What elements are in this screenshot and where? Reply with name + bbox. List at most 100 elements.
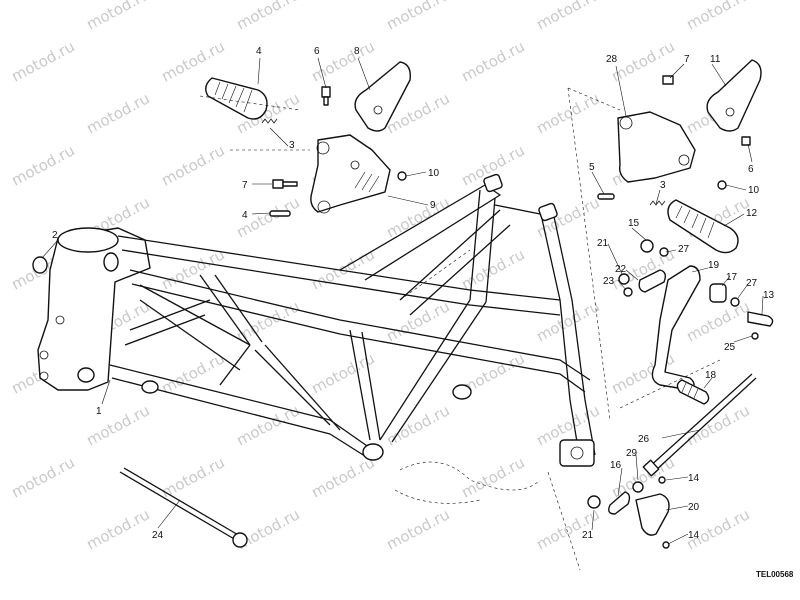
label-22: 22 bbox=[615, 264, 627, 275]
upper-rail-lower-edge bbox=[121, 249, 561, 316]
lever-20 bbox=[635, 493, 670, 536]
lattice-tube bbox=[254, 349, 331, 426]
watermark-text: motod.ru bbox=[83, 505, 152, 553]
heel-guard-11 bbox=[706, 59, 762, 132]
guard-hole bbox=[725, 107, 735, 117]
label-23: 23 bbox=[603, 276, 615, 287]
heel-guard-8 bbox=[354, 61, 411, 132]
label-17: 17 bbox=[726, 272, 738, 283]
watermark-text: motod.ru bbox=[458, 453, 527, 501]
bushing-21 bbox=[618, 273, 630, 285]
label-25: 25 bbox=[724, 342, 736, 353]
rear-pivot-plate bbox=[559, 439, 595, 467]
watermark-text: motod.ru bbox=[8, 453, 77, 501]
watermark-text: motod.ru bbox=[533, 297, 602, 345]
label-27-lower: 27 bbox=[746, 278, 758, 289]
washer-27 bbox=[659, 247, 669, 257]
bracket-hole bbox=[316, 141, 330, 155]
bushing bbox=[103, 252, 119, 272]
footpeg-5 bbox=[205, 77, 268, 120]
bracket-hole bbox=[678, 154, 690, 166]
bracket-hole bbox=[350, 160, 360, 170]
watermark-text: motod.ru bbox=[383, 0, 452, 34]
label-4-left: 4 bbox=[242, 210, 248, 221]
footpeg-bracket-9 bbox=[310, 134, 391, 213]
label-11: 11 bbox=[710, 54, 721, 65]
label-4-right: 5 bbox=[589, 162, 595, 173]
watermark-text: motod.ru bbox=[458, 245, 527, 293]
right-footpeg-group bbox=[199, 59, 774, 571]
frame-hole bbox=[55, 315, 65, 325]
label-14-upper: 14 bbox=[688, 473, 700, 484]
axle-24 bbox=[119, 467, 248, 548]
guide-line bbox=[567, 87, 611, 421]
label-19: 19 bbox=[708, 260, 720, 271]
nut-10 bbox=[397, 171, 407, 181]
watermark-text: motod.ru bbox=[233, 297, 302, 345]
bolt-6-shank bbox=[323, 96, 329, 106]
watermark-text: motod.ru bbox=[683, 401, 752, 449]
shift-rod-26-edge bbox=[653, 377, 757, 473]
watermark-text: motod.ru bbox=[683, 0, 752, 34]
watermark-text: motod.ru bbox=[383, 193, 452, 241]
rear-vertical-tube bbox=[469, 189, 481, 301]
drawing-code: TEL00568 bbox=[756, 570, 794, 579]
bolt-7-shank bbox=[282, 181, 298, 187]
rear-brace bbox=[399, 209, 501, 301]
watermark-text: motod.ru bbox=[533, 89, 602, 137]
watermark-text: motod.ru bbox=[0, 89, 3, 137]
bushing-17 bbox=[709, 283, 727, 303]
watermark-text: motod.ru bbox=[458, 37, 527, 85]
bolt-13 bbox=[747, 311, 774, 327]
watermark-text: motod.ru bbox=[83, 0, 152, 34]
label-9: 9 bbox=[430, 200, 436, 211]
label-3-left: 3 bbox=[289, 140, 295, 151]
guide-line bbox=[547, 471, 581, 571]
plug-2 bbox=[32, 256, 48, 274]
lattice-tube bbox=[349, 329, 371, 441]
rubber-grip bbox=[681, 382, 699, 399]
bolt-6 bbox=[741, 136, 751, 146]
lattice-tube bbox=[361, 331, 381, 441]
frame-foot bbox=[452, 384, 472, 400]
spring-3 bbox=[649, 200, 666, 206]
watermark-text: motod.ru bbox=[383, 505, 452, 553]
lattice-tube bbox=[199, 274, 251, 346]
rear-cross-tube bbox=[494, 204, 546, 216]
lattice-tube bbox=[139, 284, 251, 346]
frame-hole bbox=[39, 371, 49, 381]
label-18: 18 bbox=[705, 370, 717, 381]
bolt-14 bbox=[658, 476, 666, 484]
lattice-tube bbox=[124, 314, 206, 346]
label-21-upper: 21 bbox=[597, 238, 609, 249]
watermark-text: motod.ru bbox=[0, 505, 3, 553]
lever-rubber-18 bbox=[676, 379, 710, 405]
label-13: 13 bbox=[763, 290, 775, 301]
frame-lug bbox=[538, 202, 558, 222]
pin-4 bbox=[597, 193, 615, 200]
washer-27 bbox=[730, 297, 740, 307]
steering-head-top bbox=[57, 227, 119, 253]
lattice-tube bbox=[139, 299, 241, 371]
label-26: 26 bbox=[638, 434, 650, 445]
rear-diagonal bbox=[379, 299, 471, 441]
rear-down-tube bbox=[539, 209, 581, 461]
watermark-text: motod.ru bbox=[158, 245, 227, 293]
leader-lines bbox=[41, 57, 764, 545]
guard-hole bbox=[373, 105, 383, 115]
footpeg-bracket-28 bbox=[617, 111, 696, 183]
footpeg-grip bbox=[214, 81, 253, 113]
label-12: 12 bbox=[746, 208, 758, 219]
lattice-tube bbox=[129, 299, 211, 331]
engine-outline bbox=[399, 461, 541, 491]
watermark-text: motod.ru bbox=[158, 141, 227, 189]
watermark-text: motod.ru bbox=[233, 401, 302, 449]
nut-10 bbox=[717, 180, 727, 190]
link-16 bbox=[608, 491, 631, 515]
bracket-hole bbox=[317, 200, 331, 214]
rear-down-tube-edge bbox=[552, 211, 596, 456]
frame-hole bbox=[39, 350, 49, 360]
rear-diagonal-edge bbox=[391, 301, 487, 443]
watermark-text: motod.ru bbox=[233, 0, 302, 34]
